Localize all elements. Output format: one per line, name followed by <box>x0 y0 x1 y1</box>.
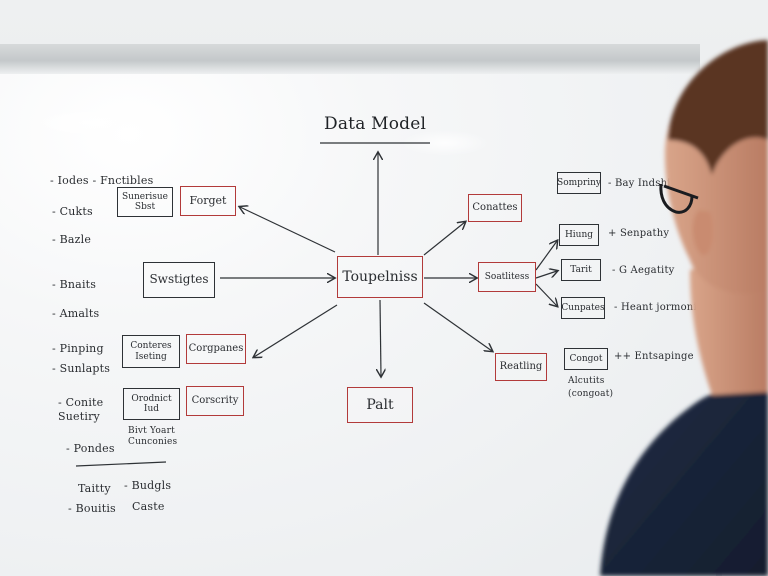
entity-box: Reatling <box>495 353 547 381</box>
note-item: - Sunlapts <box>52 362 111 375</box>
bottom-entity-box: Palt <box>347 387 413 423</box>
entity-box: Conteres Iseting <box>122 335 180 368</box>
entity-box: Congot <box>564 348 608 370</box>
note-item: Caste <box>132 500 165 513</box>
entity-box: Corgpanes <box>186 334 246 364</box>
light-reflection <box>30 108 150 138</box>
entity-box: Soatlitess <box>478 262 536 292</box>
note-item: - Cukts <box>52 205 93 218</box>
note-item: - Bnaits <box>52 278 97 291</box>
note-item: - Budgls <box>124 479 172 492</box>
note-item: - Bay Indshitg <box>608 178 682 189</box>
note-item: Taitty <box>78 482 111 495</box>
note-item: - Bazle <box>52 233 92 246</box>
note-item: - Conite Suetiry <box>58 396 104 424</box>
entity-box: Sunerisue Sbst <box>117 187 173 217</box>
note-item: - Amalts <box>52 307 100 320</box>
note-item: Alcutits (congoat) <box>568 376 614 399</box>
note-item: - Heant jormoniry <box>614 302 708 313</box>
center-entity-box: Toupelniss <box>337 256 423 298</box>
entity-box: Forget <box>180 186 236 216</box>
note-item: - Pinping <box>52 342 104 355</box>
note-item: ++ Entsapinge <box>614 351 694 362</box>
entity-box: Conattes <box>468 194 522 222</box>
note-item: Bivt Yoart Cunconies <box>128 426 178 448</box>
note-item: - G Aegatity <box>612 265 675 276</box>
note-item: - Pondes <box>66 442 115 455</box>
entity-box: Tarit <box>561 259 601 281</box>
note-item: - Bouitis <box>68 502 116 515</box>
diagram-title: Data Model <box>324 114 427 134</box>
note-item: - Iodes - Fnctibles <box>50 174 154 187</box>
entity-box: Swstigtes <box>143 262 215 298</box>
entity-box: Orodnict Iud <box>123 388 180 420</box>
note-item: + Senpathy <box>608 228 670 239</box>
entity-box: Corscrity <box>186 386 244 416</box>
entity-box: Hiung <box>559 224 599 246</box>
entity-box: Cunpates <box>561 297 605 319</box>
entity-box: Sompriny <box>557 172 601 194</box>
